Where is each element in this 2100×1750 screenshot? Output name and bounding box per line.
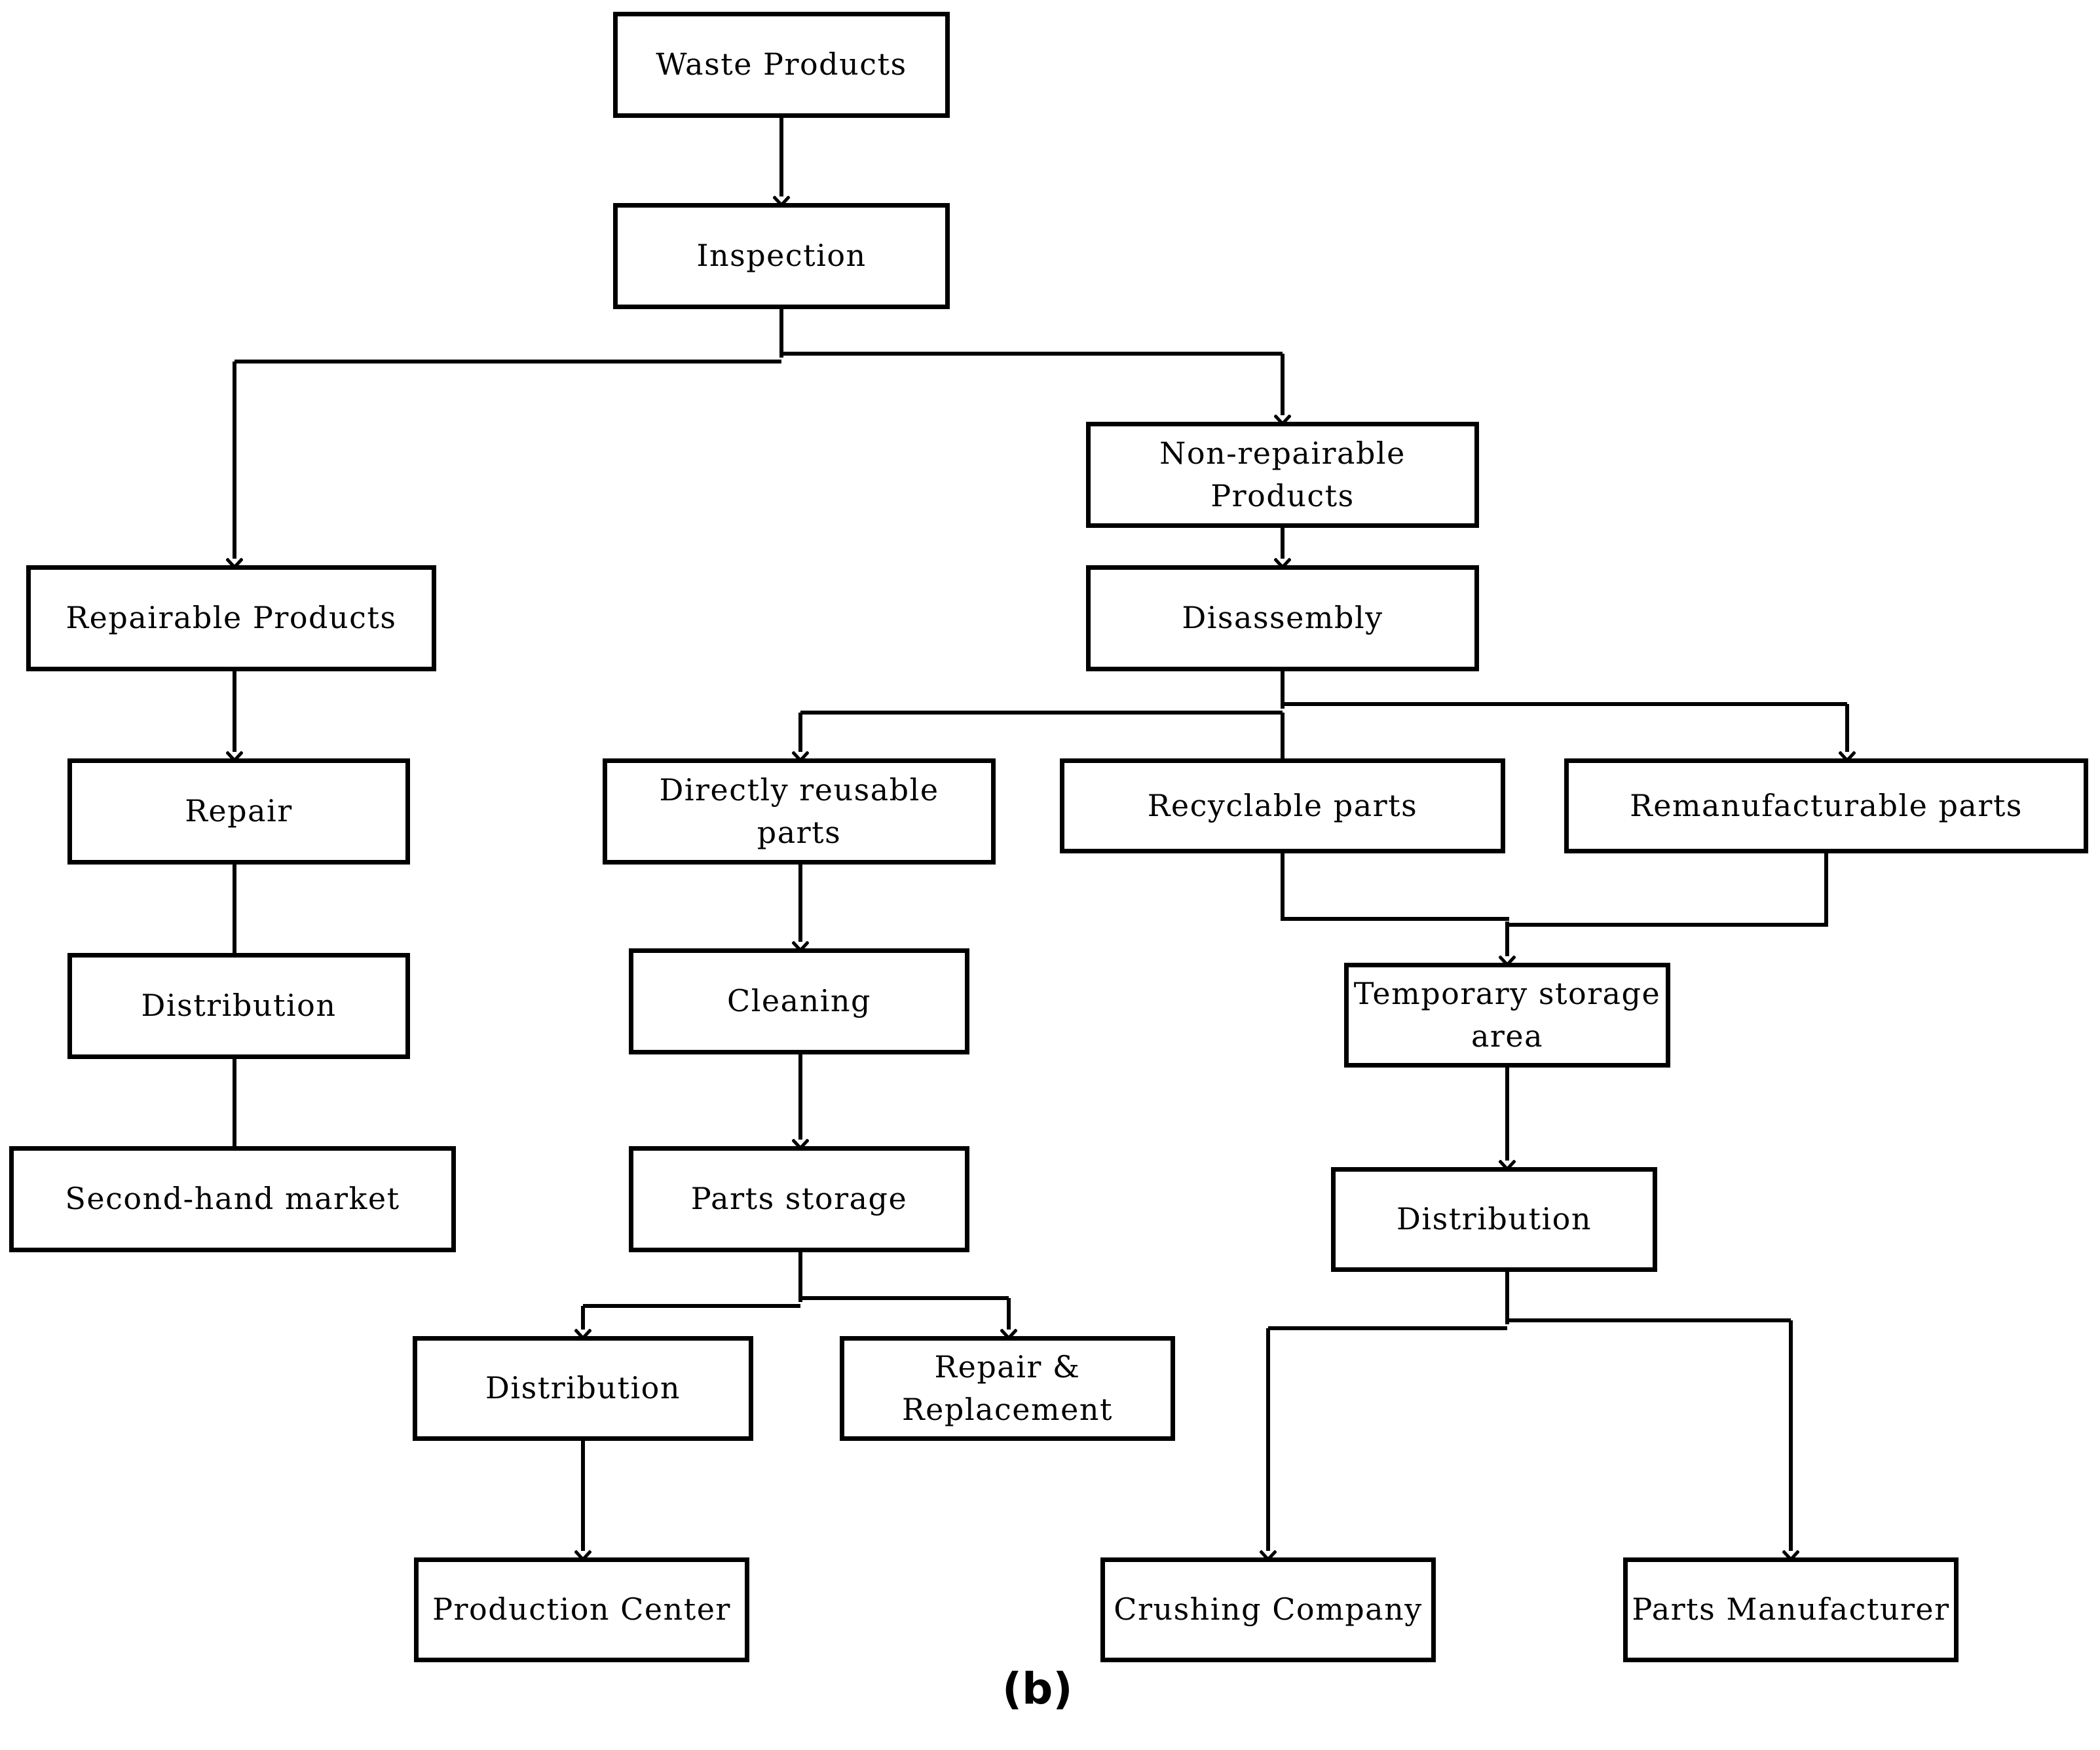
node-second-hand-market[interactable]: Second-hand market [9, 1146, 456, 1252]
node-parts-manufacturer[interactable]: Parts Manufacturer [1623, 1557, 1959, 1662]
node-disassembly[interactable]: Disassembly [1086, 565, 1479, 671]
node-inspection[interactable]: Inspection [613, 203, 950, 309]
node-recyclable-parts[interactable]: Recyclable parts [1060, 758, 1505, 853]
node-distribution-mid[interactable]: Distribution [413, 1336, 753, 1441]
edge-remanufacturable-down [1507, 853, 1828, 927]
node-distribution-left[interactable]: Distribution [67, 953, 410, 1059]
node-non-repairable-products[interactable]: Non-repairable Products [1086, 422, 1479, 528]
figure-caption: (b) [1002, 1664, 1073, 1714]
node-temporary-storage-area[interactable]: Temporary storage area [1344, 963, 1670, 1068]
node-remanufacturable-parts[interactable]: Remanufacturable parts [1564, 758, 2088, 853]
node-repair[interactable]: Repair [67, 758, 410, 865]
node-repair-replacement[interactable]: Repair & Replacement [840, 1336, 1175, 1441]
edge-recyclable-down [1281, 853, 1509, 921]
node-cleaning[interactable]: Cleaning [629, 948, 969, 1054]
node-repairable-products[interactable]: Repairable Products [26, 565, 436, 671]
node-distribution-right[interactable]: Distribution [1331, 1167, 1657, 1272]
node-parts-storage[interactable]: Parts storage [629, 1146, 969, 1252]
node-directly-reusable-parts[interactable]: Directly reusable parts [603, 758, 996, 865]
node-production-center[interactable]: Production Center [414, 1557, 749, 1662]
node-crushing-company[interactable]: Crushing Company [1100, 1557, 1436, 1662]
node-waste-products[interactable]: Waste Products [613, 12, 950, 118]
